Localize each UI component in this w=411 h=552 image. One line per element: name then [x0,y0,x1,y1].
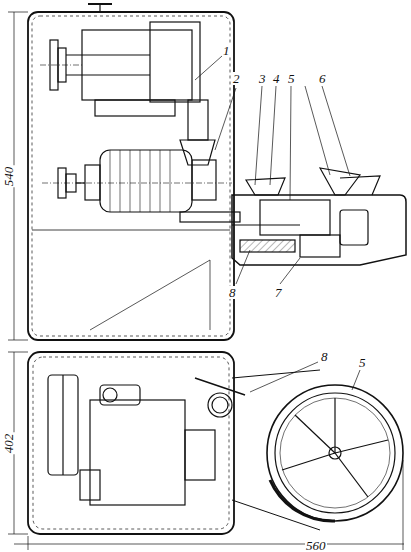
callout-number: 8 [320,350,329,363]
callout-number: 2 [232,72,241,85]
callout-number: 6 [318,72,327,85]
plan-view [8,352,404,550]
dimension-value: 540 [2,166,15,188]
callout-number: 3 [258,72,267,85]
dimension-value: 402 [2,433,15,455]
callout-number: 8 [228,286,237,299]
callout-number: 560 [305,539,327,552]
callout-number: 7 [274,286,283,299]
top-view [8,4,406,340]
callout-number: 5 [358,356,367,369]
callout-number: 1 [222,44,231,57]
callout-number: 4 [272,72,281,85]
callout-number: 5 [287,72,296,85]
